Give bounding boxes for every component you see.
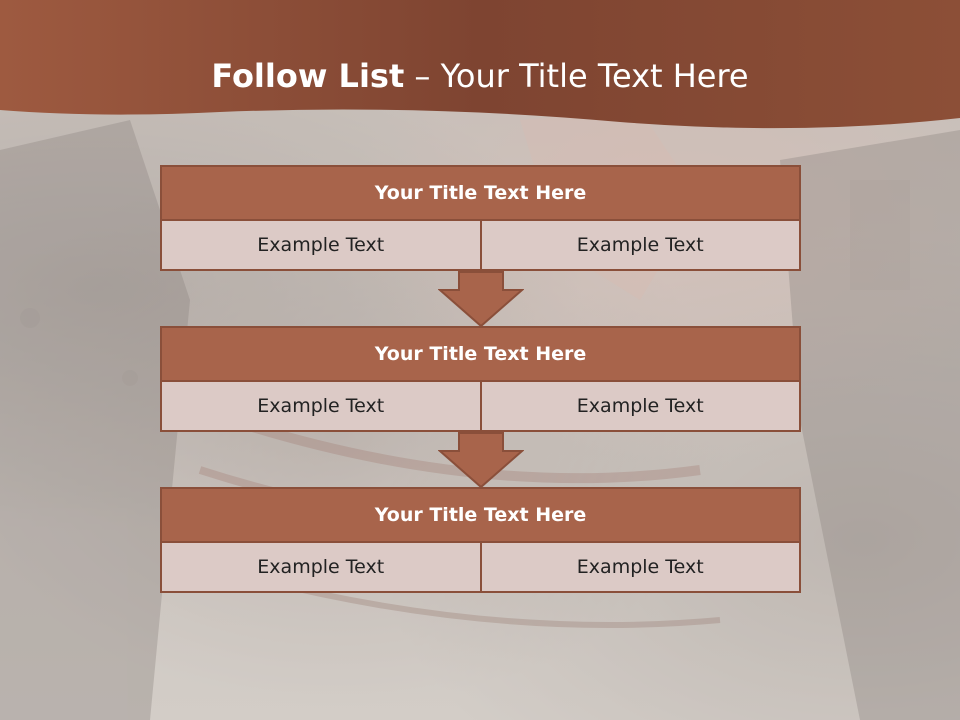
title-bold-part: Follow List — [211, 57, 405, 95]
step-row: Example Text Example Text — [160, 543, 801, 593]
step-cell-right[interactable]: Example Text — [481, 543, 801, 593]
step-title[interactable]: Your Title Text Here — [160, 326, 801, 382]
down-arrow-icon — [438, 432, 524, 489]
step-block-1: Your Title Text Here Example Text Exampl… — [160, 165, 801, 271]
step-title[interactable]: Your Title Text Here — [160, 487, 801, 543]
step-block-2: Your Title Text Here Example Text Exampl… — [160, 326, 801, 432]
slide-title: Follow List – Your Title Text Here — [0, 54, 960, 98]
step-row: Example Text Example Text — [160, 221, 801, 271]
step-cell-left[interactable]: Example Text — [160, 543, 482, 593]
down-arrow-icon — [438, 271, 524, 328]
title-rest-part: – Your Title Text Here — [414, 57, 749, 95]
step-title[interactable]: Your Title Text Here — [160, 165, 801, 221]
step-cell-left[interactable]: Example Text — [160, 221, 482, 271]
step-cell-right[interactable]: Example Text — [481, 382, 801, 432]
step-row: Example Text Example Text — [160, 382, 801, 432]
title-banner: Follow List – Your Title Text Here — [0, 0, 960, 140]
step-cell-right[interactable]: Example Text — [481, 221, 801, 271]
step-cell-left[interactable]: Example Text — [160, 382, 482, 432]
step-block-3: Your Title Text Here Example Text Exampl… — [160, 487, 801, 593]
